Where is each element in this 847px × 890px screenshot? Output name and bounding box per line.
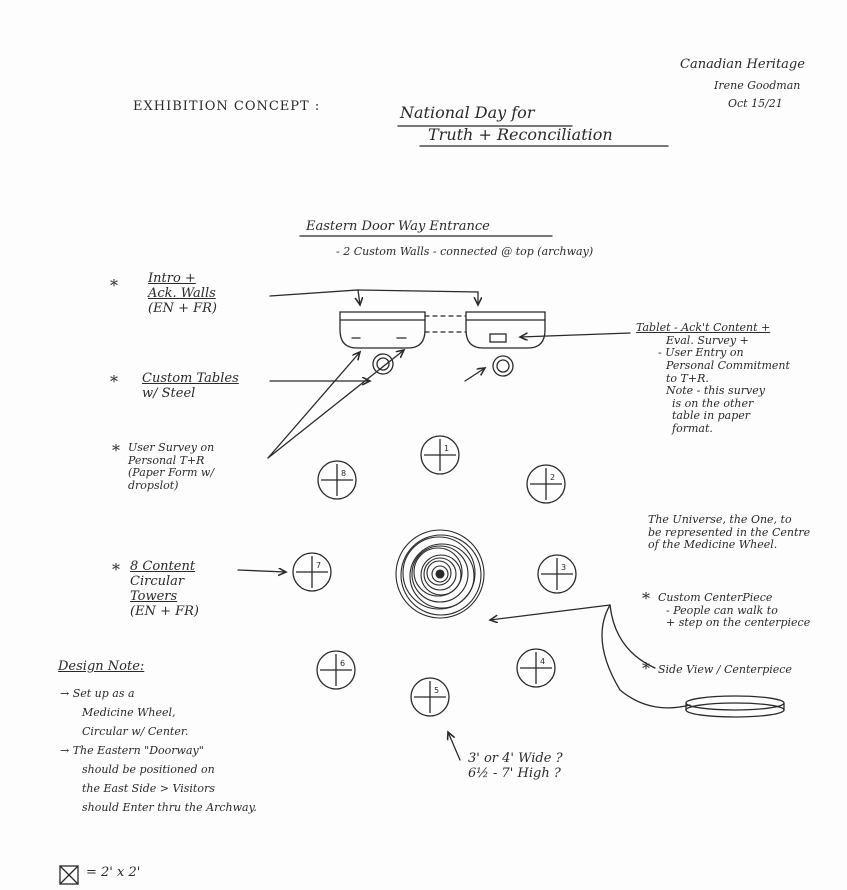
tablet-note: Tablet - Ack't Content + Eval. Survey + … xyxy=(636,322,790,436)
asterisk-survey: * xyxy=(112,442,120,460)
content-towers-line-3: Towers xyxy=(130,590,199,605)
custom-tables-line-2: w/ Steel xyxy=(142,387,239,402)
tablet-line-4: Personal Commitment xyxy=(636,360,790,373)
centerpiece-note: Custom CenterPiece - People can walk to … xyxy=(658,592,810,630)
dimension-note: 3' or 4' Wide ? 6½ - 7' High ? xyxy=(468,752,563,782)
author-name: Irene Goodman xyxy=(714,80,800,93)
content-towers-line-4: (EN + FR) xyxy=(130,605,199,620)
tablet-line-1: Tablet - Ack't Content + xyxy=(636,322,790,335)
design-note-body: → Set up as a Medicine Wheel, Circular w… xyxy=(60,684,257,817)
legend-box xyxy=(60,866,78,884)
entrance-subtitle: - 2 Custom Walls - connected @ top (arch… xyxy=(336,246,593,259)
content-towers-line-1: 8 Content xyxy=(130,560,199,575)
tablet-line-9: format. xyxy=(636,423,790,436)
legend-scale: = 2' x 2' xyxy=(86,866,140,881)
intro-walls-note: Intro + Ack. Walls (EN + FR) xyxy=(148,272,217,317)
content-towers-line-2: Circular xyxy=(130,575,199,590)
asterisk-centerpiece: * xyxy=(642,590,650,608)
intro-walls-line-3: (EN + FR) xyxy=(148,302,217,317)
exhibition-title-line-1: National Day for xyxy=(400,104,534,122)
content-tower-number: 5 xyxy=(434,686,439,695)
exhibition-concept-label: EXHIBITION CONCEPT : xyxy=(133,100,320,115)
design-note-line-3: Circular w/ Center. xyxy=(60,722,257,741)
content-tower-number: 8 xyxy=(341,469,346,478)
design-note-line-4: → The Eastern "Doorway" xyxy=(60,741,257,760)
custom-tables-line-1: Custom Tables xyxy=(142,372,239,387)
content-tower-number: 6 xyxy=(340,659,345,668)
side-view-label: Side View / Centerpiece xyxy=(658,664,792,677)
intro-walls-arrow-right xyxy=(358,290,478,305)
content-tower-3: 3 xyxy=(538,555,576,593)
centerpiece-arrow xyxy=(490,605,610,620)
centerpiece-line-1: Custom CenterPiece xyxy=(658,592,810,605)
universe-line-1: The Universe, the One, to xyxy=(648,514,810,527)
content-tower-number: 7 xyxy=(316,561,321,570)
design-note-line-7: should Enter thru the Archway. xyxy=(60,798,257,817)
asterisk-side-view: * xyxy=(642,660,650,678)
content-tower-2: 2 xyxy=(527,465,565,503)
left-entrance-wall xyxy=(340,312,425,348)
side-view-centerpiece xyxy=(686,696,784,717)
sketch-date: Oct 15/21 xyxy=(728,98,783,111)
tablet-arrow xyxy=(520,333,630,337)
user-survey-arrow-2 xyxy=(268,350,404,458)
design-note-line-2: Medicine Wheel, xyxy=(60,703,257,722)
design-note-line-1: → Set up as a xyxy=(60,684,257,703)
content-towers: 1 2 3 4 5 6 7 8 xyxy=(293,436,576,716)
content-tower-number: 2 xyxy=(550,473,555,482)
user-survey-line-4: dropslot) xyxy=(128,480,214,493)
content-tower-6: 6 xyxy=(317,651,355,689)
universe-line-3: of the Medicine Wheel. xyxy=(648,539,810,552)
dimension-height: 6½ - 7' High ? xyxy=(468,767,563,782)
dimension-arrow xyxy=(448,732,460,760)
centerpiece-scribble xyxy=(396,530,484,618)
user-survey-arrow-1 xyxy=(268,352,360,458)
content-tower-4: 4 xyxy=(517,649,555,687)
content-tower-8: 8 xyxy=(318,461,356,499)
content-tower-number: 3 xyxy=(561,563,566,572)
custom-tables-note: Custom Tables w/ Steel xyxy=(142,372,239,402)
content-towers-note: 8 Content Circular Towers (EN + FR) xyxy=(130,560,199,620)
asterisk-tables: * xyxy=(110,373,118,391)
intro-walls-arrow xyxy=(270,290,360,305)
design-note-line-6: the East Side > Visitors xyxy=(60,779,257,798)
content-tower-number: 1 xyxy=(444,444,449,453)
universe-note: The Universe, the One, to be represented… xyxy=(648,514,810,552)
centerpiece-line-3: + step on the centerpiece xyxy=(658,617,810,630)
exhibition-title-line-2: Truth + Reconciliation xyxy=(428,126,613,144)
entrance-title: Eastern Door Way Entrance xyxy=(306,220,490,235)
custom-tables-arrow-right xyxy=(465,368,485,381)
content-tower-1: 1 xyxy=(421,436,459,474)
asterisk-intro: * xyxy=(110,277,118,295)
dimension-width: 3' or 4' Wide ? xyxy=(468,752,563,767)
asterisk-towers: * xyxy=(112,561,120,579)
content-towers-arrow xyxy=(238,570,286,572)
user-survey-note: User Survey on Personal T+R (Paper Form … xyxy=(128,442,214,493)
right-entrance-wall xyxy=(466,312,545,348)
design-note-line-5: should be positioned on xyxy=(60,760,257,779)
organization-name: Canadian Heritage xyxy=(680,58,805,73)
left-custom-table xyxy=(373,354,393,374)
content-tower-7: 7 xyxy=(293,553,331,591)
content-tower-5: 5 xyxy=(411,678,449,716)
tablet-line-6: Note - this survey xyxy=(636,385,790,398)
user-survey-line-1: User Survey on xyxy=(128,442,214,455)
design-note-title: Design Note: xyxy=(58,660,144,675)
content-tower-number: 4 xyxy=(540,657,545,666)
intro-walls-line-1: Intro + xyxy=(148,272,217,287)
right-custom-table xyxy=(493,356,513,376)
intro-walls-line-2: Ack. Walls xyxy=(148,287,217,302)
